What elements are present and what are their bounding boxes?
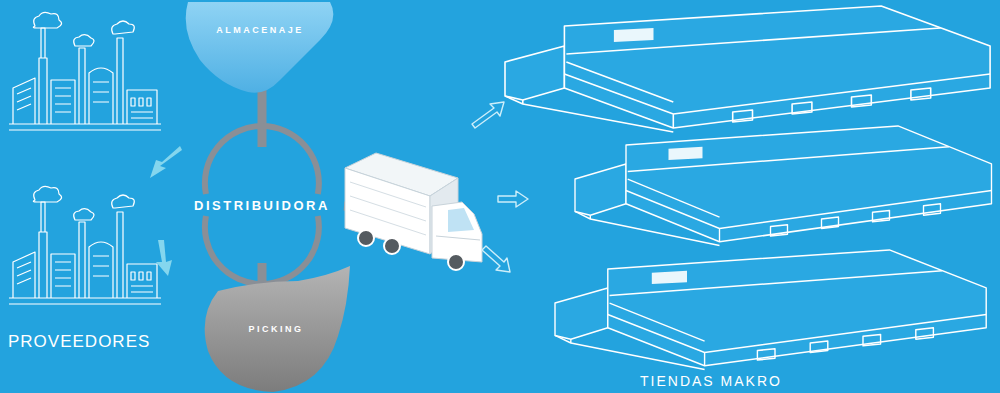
store-illustration — [505, 6, 990, 132]
store-illustration — [555, 250, 986, 370]
ring-arc — [205, 216, 319, 284]
distributor-ring: DISTRIBUIDORA — [187, 145, 337, 265]
outline-arrow — [498, 191, 528, 207]
connector-bar — [258, 263, 267, 284]
factory-illustration — [9, 12, 161, 130]
flow-arrow — [150, 146, 182, 178]
truck-illustration — [345, 153, 482, 270]
node-text: ALMACENAJE — [216, 25, 304, 35]
outline-arrow — [472, 102, 504, 128]
group-label: TIENDAS MAKRO — [640, 373, 782, 389]
storage-blob: ALMACENAJE — [180, 0, 340, 96]
node-text: PICKING — [248, 324, 303, 334]
blob-fill — [186, 2, 334, 93]
picking-blob: PICKING — [198, 266, 354, 393]
outline-arrow — [482, 246, 510, 272]
blob-shape — [180, 0, 340, 96]
ring-arc — [205, 126, 319, 194]
flow-arrow — [156, 240, 172, 276]
blob-fill — [205, 266, 350, 392]
factory-illustration — [9, 186, 161, 304]
store-illustration — [575, 126, 992, 246]
group-label: PROVEEDORES — [8, 332, 150, 352]
connector-bar — [258, 86, 267, 147]
node-text: DISTRIBUIDORA — [194, 198, 330, 213]
